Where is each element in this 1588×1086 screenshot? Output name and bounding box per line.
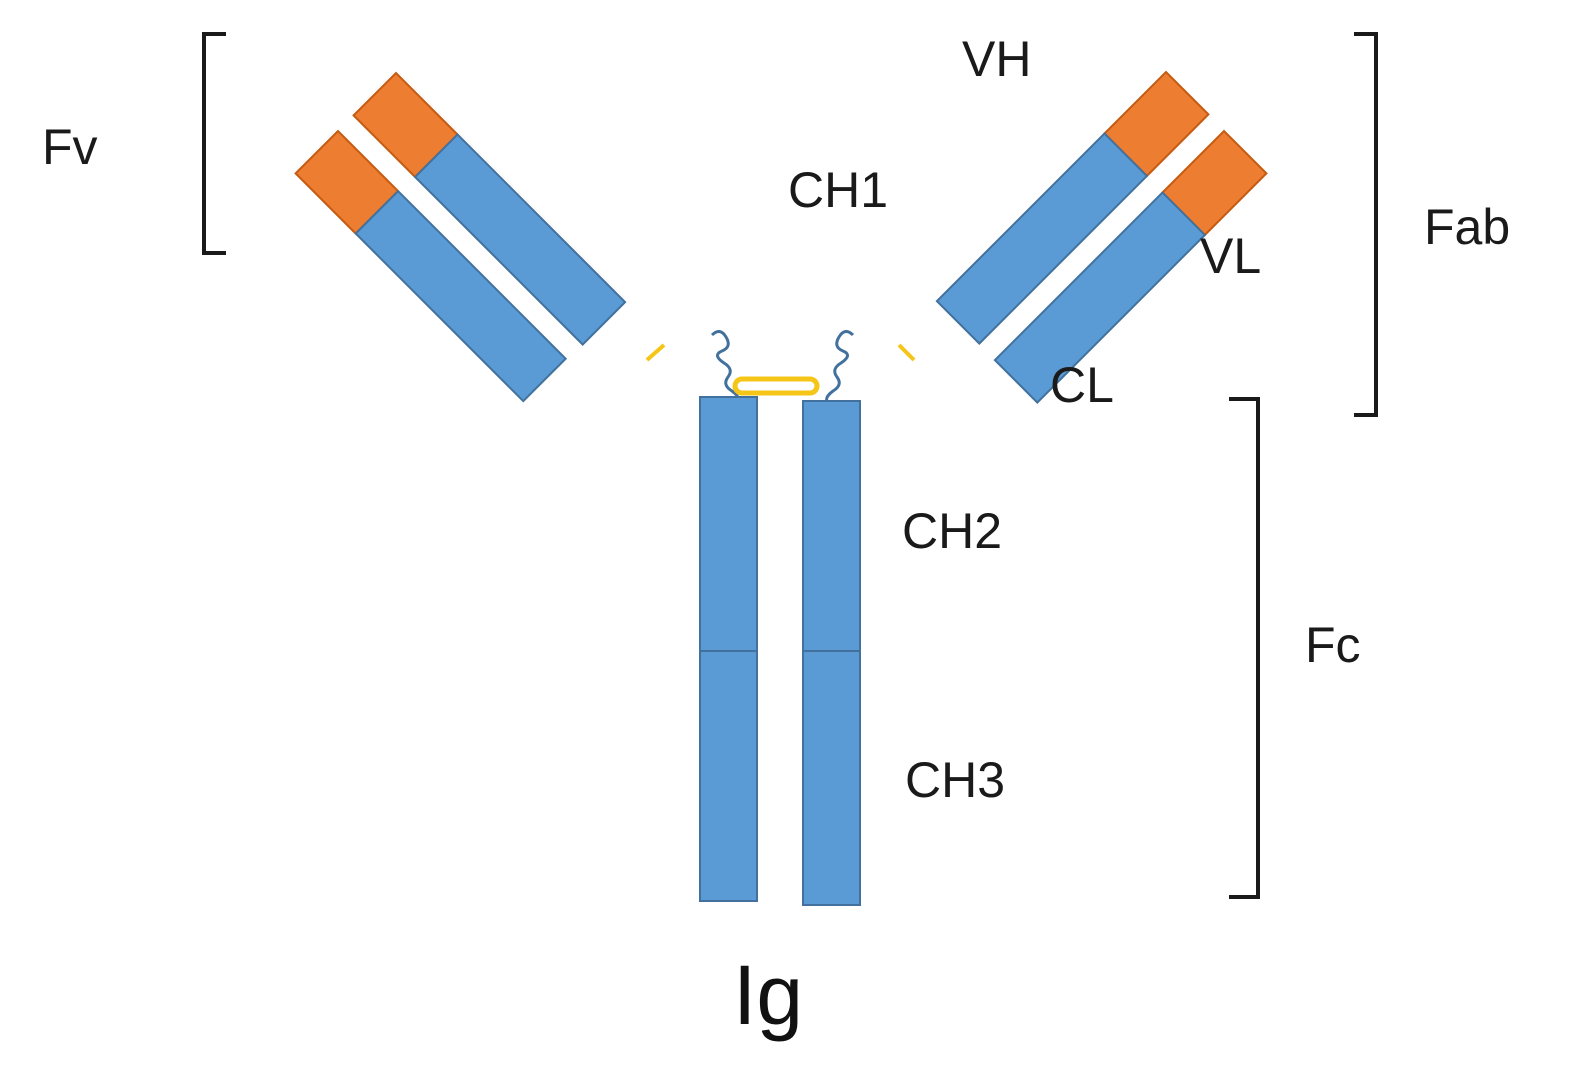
cl-label: CL [1050,357,1114,413]
right-light-heavy-disulfide [897,343,916,362]
right-cl-domain [993,191,1207,404]
diagram-title: Ig [733,948,803,1042]
vh-label: VH [962,31,1031,87]
left-fc-chain [699,396,758,902]
fv-label: Fv [42,119,98,175]
right-ch2-domain [802,400,861,652]
vl-label: VL [1200,228,1261,284]
right-ch1-domain [935,132,1149,345]
left-ch2-domain [699,396,758,652]
fab-label: Fab [1424,199,1510,255]
right-ch3-domain [802,650,861,906]
ch3-label: CH3 [905,752,1005,808]
left-ch1-domain [413,133,627,346]
right-hinge-linker [825,330,855,402]
left-heavy-chain [352,71,627,346]
ch2-label: CH2 [902,503,1002,559]
ch1-label: CH1 [788,162,888,218]
left-hinge-linker [710,330,740,402]
fab-bracket [1354,32,1378,417]
right-light-chain [993,129,1268,404]
left-cl-domain [354,189,568,403]
fc-label: Fc [1305,617,1361,673]
right-heavy-chain [935,70,1210,345]
left-ch3-domain [699,650,758,902]
left-light-heavy-disulfide [645,343,666,362]
right-fc-chain [802,400,861,906]
hinge-disulfide-bond [732,376,820,396]
fc-bracket [1229,397,1260,899]
left-light-chain [294,129,568,403]
fv-bracket [202,32,226,255]
